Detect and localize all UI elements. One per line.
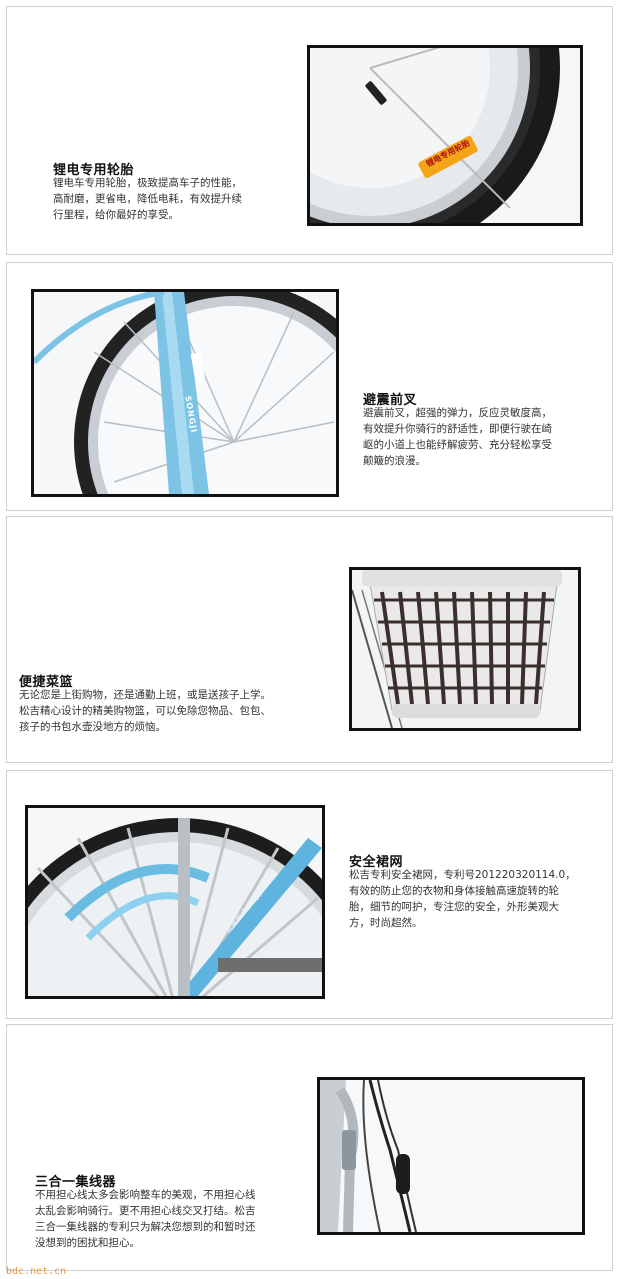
- fork-line-2: 有效提升你骑行的舒适性，即便行驶在崎: [363, 423, 552, 435]
- guard-title: 安全裙网: [349, 855, 404, 870]
- tire-line-2: 高耐磨，更省电，降低电耗，有效提升续: [53, 193, 242, 205]
- basket-description: 无论您是上街购物，还是通勤上班，或是送孩子上学。 松吉精心设计的精美购物篮，可以…: [19, 687, 271, 735]
- guard-line-4: 方，时尚超然。: [349, 917, 423, 929]
- basket-line-2: 松吉精心设计的精美购物篮，可以免除您物品、包包、: [19, 705, 271, 717]
- section-tire: 锂电专用轮胎 锂电专用轮胎 锂电车专用轮胎，极致提高车子的性能， 高耐磨，更省电…: [6, 6, 613, 255]
- hub-illustration: [320, 1080, 582, 1232]
- basket-title: 便捷菜篮: [19, 675, 74, 690]
- basket-line-1: 无论您是上街购物，还是通勤上班，或是送孩子上学。: [19, 689, 271, 701]
- tire-title: 锂电专用轮胎: [53, 163, 135, 178]
- fork-title: 避震前叉: [363, 393, 418, 408]
- fork-photo: SONGJI: [31, 289, 339, 497]
- tire-photo: 锂电专用轮胎: [307, 45, 583, 226]
- fork-illustration: [34, 292, 336, 494]
- tire-line-1: 锂电车专用轮胎，极致提高车子的性能，: [53, 177, 242, 189]
- section-fork: SONGJI 避震前叉 避震前叉，超强的弹力，反应灵敏度高， 有效提升你骑行的舒…: [6, 262, 613, 511]
- fork-description: 避震前叉，超强的弹力，反应灵敏度高， 有效提升你骑行的舒适性，即便行驶在崎 岖的…: [363, 405, 552, 469]
- hub-line-3: 三合一集线器的专利只为解决您想到的和暂时还: [35, 1221, 256, 1233]
- tire-illustration: [310, 48, 580, 223]
- basket-illustration: [352, 570, 578, 728]
- guard-photo: www.songji.cn: [25, 805, 325, 999]
- section-guard: www.songji.cn 安全裙网 松吉专利安全裙网，专利号201220320…: [6, 770, 613, 1019]
- fork-line-3: 岖的小道上也能纾解疲劳、充分轻松享受: [363, 439, 552, 451]
- hub-line-4: 没想到的困扰和担心。: [35, 1237, 140, 1249]
- hub-line-1: 不用担心线太多会影响整车的美观，不用担心线: [35, 1189, 256, 1201]
- tire-line-3: 行里程，给你最好的享受。: [53, 209, 179, 221]
- hub-photo: [317, 1077, 585, 1235]
- guard-line-3: 胎，细节的呵护，专注您的安全，外形美观大: [349, 901, 559, 913]
- guard-illustration: [28, 808, 322, 996]
- fork-line-1: 避震前叉，超强的弹力，反应灵敏度高，: [363, 407, 552, 419]
- section-hub: 三合一集线器 不用担心线太多会影响整车的美观，不用担心线 太乱会影响骑行。更不用…: [6, 1024, 613, 1271]
- guard-line-1: 松吉专利安全裙网，专利号201220320114.0，: [349, 869, 576, 881]
- hub-line-2: 太乱会影响骑行。更不用担心线交叉打结。松吉: [35, 1205, 256, 1217]
- tire-description: 锂电车专用轮胎，极致提高车子的性能， 高耐磨，更省电，降低电耗，有效提升续 行里…: [53, 175, 242, 223]
- hub-description: 不用担心线太多会影响整车的美观，不用担心线 太乱会影响骑行。更不用担心线交叉打结…: [35, 1187, 256, 1251]
- watermark: bdc.net.cn: [6, 1266, 67, 1277]
- fork-line-4: 颠簸的浪漫。: [363, 455, 426, 467]
- guard-line-2: 有效的防止您的衣物和身体接触高速旋转的轮: [349, 885, 559, 897]
- basket-line-3: 孩子的书包水壶没地方的烦恼。: [19, 721, 166, 733]
- hub-title: 三合一集线器: [35, 1175, 117, 1190]
- section-basket: 便捷菜篮 无论您是上街购物，还是通勤上班，或是送孩子上学。 松吉精心设计的精美购…: [6, 516, 613, 763]
- guard-description: 松吉专利安全裙网，专利号201220320114.0， 有效的防止您的衣物和身体…: [349, 867, 576, 931]
- basket-photo: [349, 567, 581, 731]
